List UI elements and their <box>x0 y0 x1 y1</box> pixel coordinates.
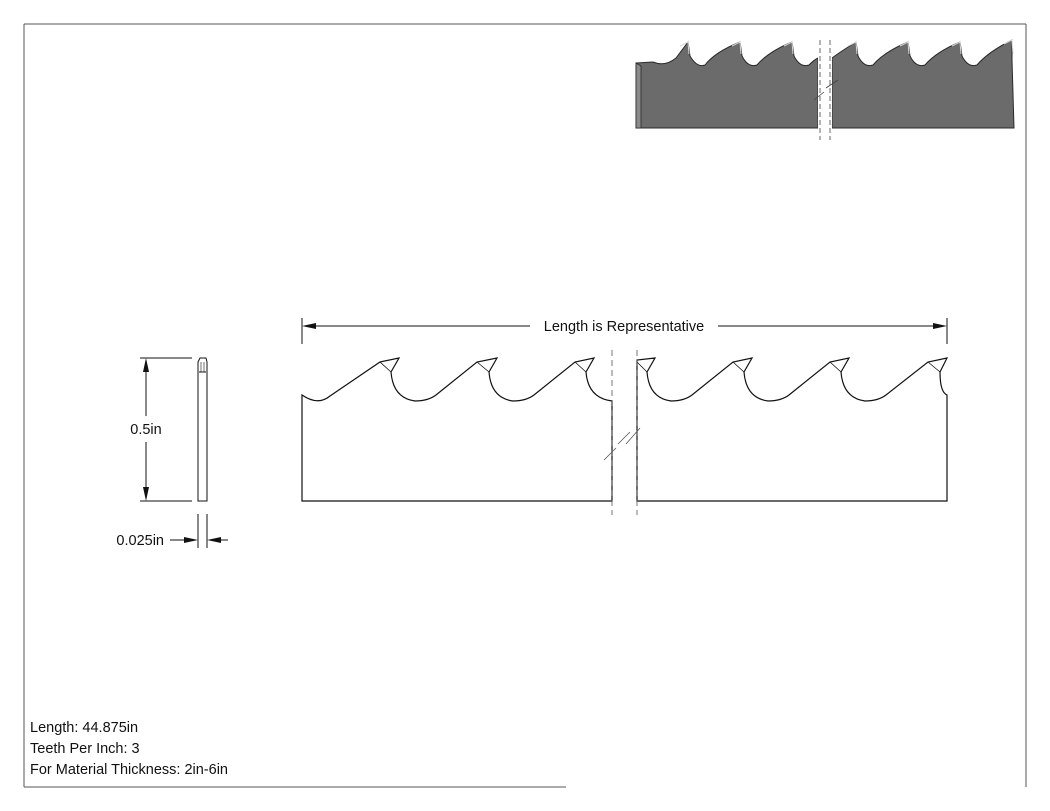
blade-3d-right-segment <box>831 39 1015 129</box>
thickness-dim-label: 0.025in <box>116 533 164 549</box>
blade-3d-left-bevel <box>635 62 642 129</box>
blade-3d-left-segment <box>635 40 819 129</box>
spec-teeth-per-inch: Teeth Per Inch: 3 <box>30 741 140 757</box>
blade-3d-preview <box>635 38 1015 140</box>
length-dimension <box>301 318 948 344</box>
spec-material-thickness: For Material Thickness: 2in-6in <box>30 762 228 778</box>
height-dim-label: 0.5in <box>130 422 161 438</box>
sheet-border <box>23 23 1027 788</box>
blade-right-section <box>636 357 949 502</box>
height-dimension <box>140 357 192 502</box>
thickness-dimension <box>170 514 228 548</box>
length-note: Length is Representative <box>544 319 704 335</box>
break-lines <box>603 350 641 515</box>
spec-length: Length: 44.875in <box>30 720 139 736</box>
blade-left-section <box>301 357 613 502</box>
blade-edge-view <box>197 357 208 502</box>
blade-side-view <box>301 357 949 502</box>
